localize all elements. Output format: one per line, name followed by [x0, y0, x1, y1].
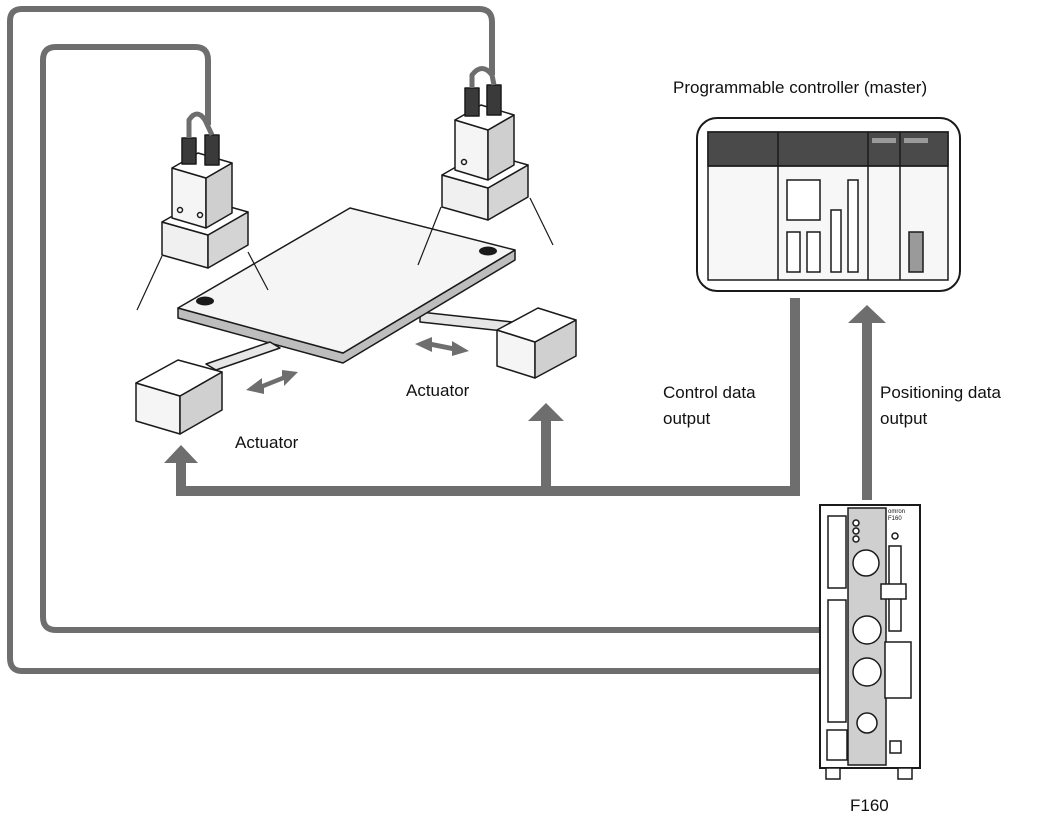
- controller-icon: [819, 504, 921, 780]
- plc-title: Programmable controller (master): [673, 78, 928, 97]
- stage-plate: [177, 207, 516, 371]
- actuator-icon: [496, 307, 577, 379]
- actuator-label-right: Actuator: [406, 381, 470, 400]
- control-data-output-label: Control data: [663, 383, 756, 402]
- camera-icon: [161, 111, 249, 269]
- actuator-label-left: Actuator: [235, 433, 299, 452]
- plc-icon: [696, 117, 961, 292]
- camera-view-lines: [136, 197, 554, 311]
- controller-name-label: F160: [850, 796, 889, 815]
- camera-cable-right: [7, 6, 868, 674]
- positioning-data-output-label: Positioning data: [880, 383, 1001, 402]
- double-arrow-icon: [246, 337, 469, 394]
- camera-cables: [7, 6, 868, 674]
- positioning-data-output-label-line2: output: [880, 409, 928, 428]
- data-flow-arrows: [164, 298, 886, 500]
- camera-icon: [441, 66, 529, 221]
- camera-cable-left: [40, 44, 868, 633]
- actuator-icon: [135, 359, 223, 435]
- controller-brand-text: omron: [888, 509, 906, 515]
- control-data-output-label-line2: output: [663, 409, 711, 428]
- controller-model-text: F160: [888, 516, 902, 522]
